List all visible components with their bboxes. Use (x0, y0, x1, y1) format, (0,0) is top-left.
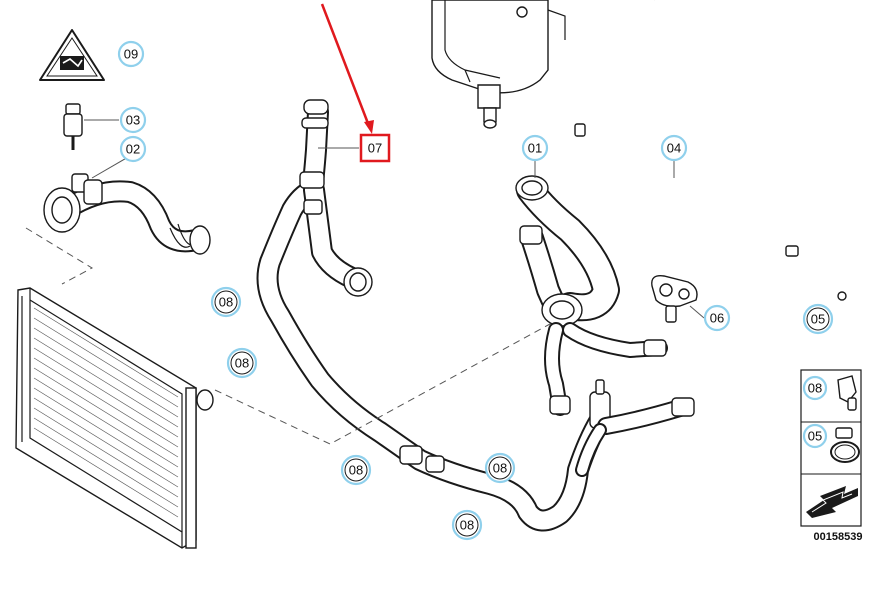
callout-05-label: 05 (811, 312, 825, 327)
callout-01[interactable]: 01 (521, 134, 549, 162)
callout-09-label: 09 (124, 47, 138, 62)
radiator (15, 287, 214, 549)
arrow-direction-icon (806, 486, 858, 518)
callout-08-b[interactable]: 08 (226, 347, 258, 379)
highlight-arrow (320, 3, 374, 134)
hose-07 (256, 99, 611, 532)
pipe-04 (574, 0, 847, 301)
legend-item-08[interactable]: 08 (802, 375, 857, 411)
callout-03-label: 03 (126, 113, 140, 128)
callout-04[interactable]: 04 (660, 134, 688, 162)
legend-item-08-label: 08 (808, 381, 822, 396)
callout-08-e[interactable]: 08 (451, 509, 483, 541)
callout-08-a-label: 08 (219, 295, 233, 310)
hose-02 (43, 173, 211, 255)
callout-09[interactable]: 09 (117, 40, 145, 68)
temperature-sensor-03 (63, 103, 83, 150)
callout-06-label: 06 (710, 311, 724, 326)
callout-05[interactable]: 05 (802, 303, 834, 335)
callout-08-c[interactable]: 08 (340, 454, 372, 486)
assembly-lines (25, 119, 705, 445)
warning-label-09 (39, 29, 105, 81)
expansion-tank (431, 0, 566, 129)
diagram-code: 00158539 (814, 531, 863, 543)
legend-panel: 08 05 (800, 369, 862, 527)
legend-item-05-label: 05 (808, 429, 822, 444)
callout-07-label: 07 (368, 141, 382, 156)
callout-04-label: 04 (667, 141, 681, 156)
callout-08-c-label: 08 (349, 463, 363, 478)
callout-02-label: 02 (126, 142, 140, 157)
callout-07[interactable]: 07 (359, 133, 391, 163)
callout-06[interactable]: 06 (703, 304, 731, 332)
callout-03[interactable]: 03 (119, 106, 147, 134)
hose-connector-right (575, 397, 695, 477)
callout-01-label: 01 (528, 141, 542, 156)
hose-01 (515, 175, 668, 416)
callout-08-b-label: 08 (235, 356, 249, 371)
callout-08-a[interactable]: 08 (210, 286, 242, 318)
callout-02[interactable]: 02 (119, 135, 147, 163)
callout-08-e-label: 08 (460, 518, 474, 533)
callout-08-d[interactable]: 08 (484, 452, 516, 484)
callout-08-d-label: 08 (493, 461, 507, 476)
legend-item-05[interactable]: 05 (802, 423, 860, 463)
clip-06 (651, 275, 698, 323)
